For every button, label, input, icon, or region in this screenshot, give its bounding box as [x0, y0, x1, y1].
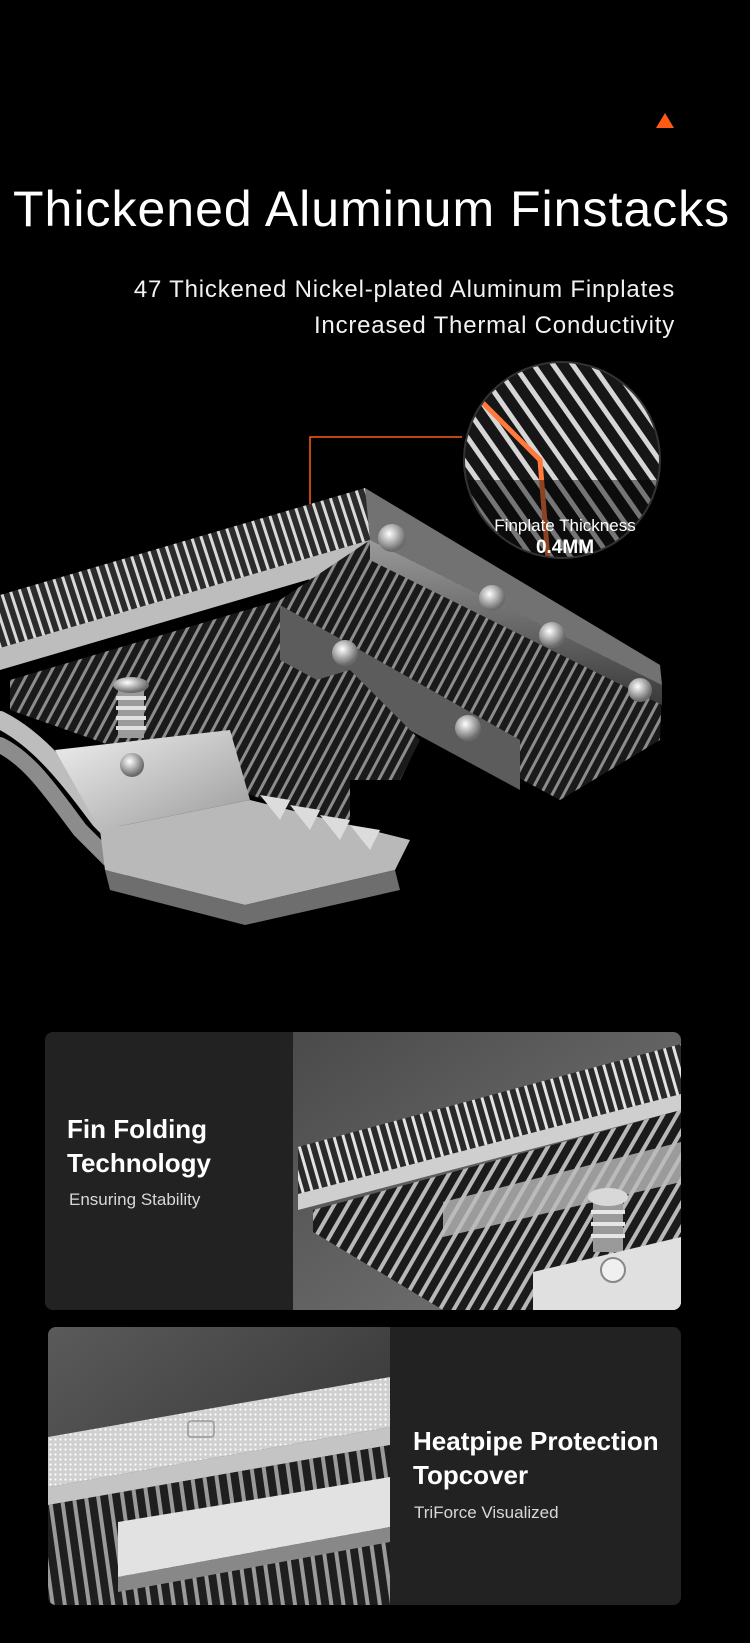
callout-label: Finplate Thickness	[494, 516, 636, 535]
subline-conductivity: Increased Thermal Conductivity	[313, 312, 675, 339]
subline-finplates: 47 Thickened Nickel-plated Aluminum Finp…	[133, 276, 675, 303]
page-title: Thickened Aluminum Finstacks	[13, 181, 731, 237]
card-title-fin-folding: Fin Folding Technology	[67, 1114, 211, 1178]
card-title-heatpipe-topcover: Heatpipe Protection Topcover	[413, 1426, 659, 1490]
card-subtitle-fin-folding: Ensuring Stability	[69, 1190, 201, 1209]
accent-triangle-icon	[656, 113, 674, 128]
feature-card-heatpipe-topcover: Heatpipe Protection Topcover TriForce Vi…	[48, 1327, 681, 1605]
heatpipe-topcover-image	[48, 1327, 390, 1605]
card-subtitle-heatpipe-topcover: TriForce Visualized	[414, 1503, 559, 1522]
fin-folding-image	[293, 1032, 681, 1310]
callout-value: 0.4MM	[535, 537, 595, 558]
feature-card-fin-folding: Fin Folding Technology Ensuring Stabilit…	[45, 1032, 681, 1310]
cooler-hero-image	[0, 360, 662, 925]
